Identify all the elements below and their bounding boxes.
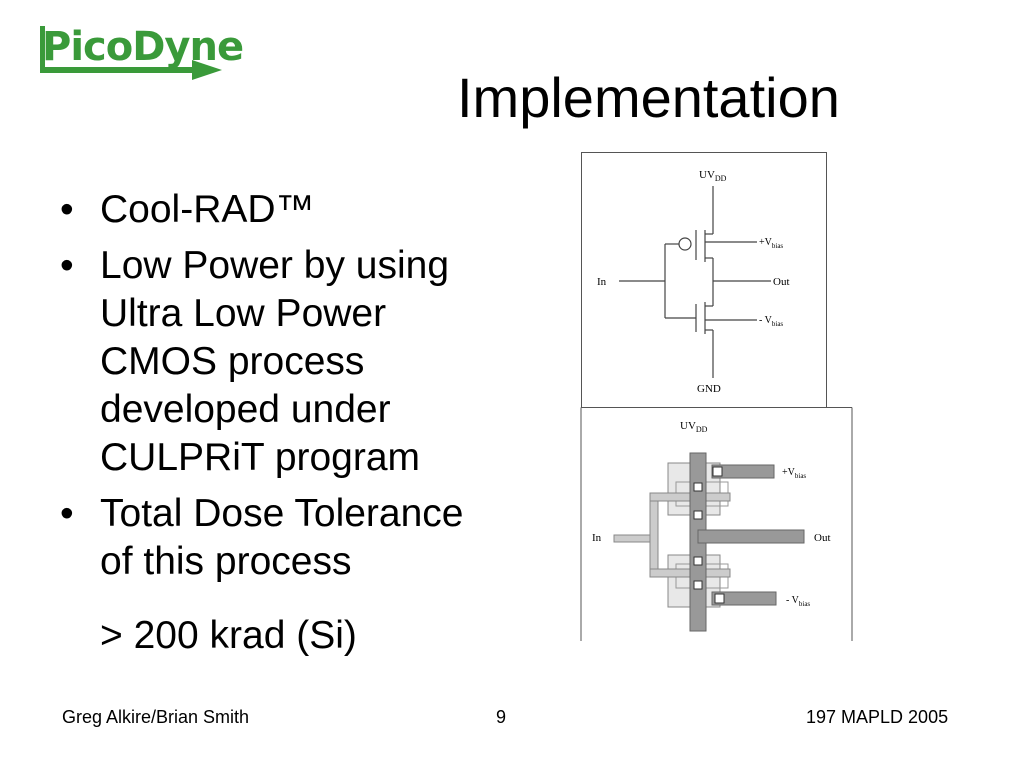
schematic-input-label: In	[597, 276, 607, 288]
bullet-item: Low Power by using Ultra Low Power CMOS …	[58, 242, 538, 482]
schematic-output-label: Out	[773, 276, 790, 288]
bullet-item: Cool-RAD™	[58, 186, 538, 234]
footer-page-number: 9	[496, 707, 507, 727]
layout-vbias-minus-label: - Vbias	[786, 595, 810, 608]
layout-vbias-plus-label: +Vbias	[782, 467, 806, 480]
bullet-line: CMOS process	[100, 340, 365, 383]
page-title: Implementation	[457, 66, 840, 129]
layout-output-label: Out	[814, 532, 831, 544]
bullet-line: Cool-RAD™	[100, 188, 315, 231]
transistor-layout: UVDD +Vbias In Out - Vbias	[580, 407, 854, 641]
schematic-vdd-label: UVDD	[699, 169, 727, 183]
logo-text: PicoDyne	[42, 24, 244, 70]
bullet-line: Ultra Low Power	[100, 292, 387, 335]
picodyne-logo: PicoDyne	[38, 22, 244, 88]
bullet-line: of this process	[100, 540, 352, 583]
transistor-schematic: UVDD +Vbias In Out - Vbias GND	[581, 152, 827, 408]
logo-arrow-icon	[40, 26, 222, 80]
bullet-list: Cool-RAD™ Low Power by using Ultra Low P…	[58, 186, 538, 594]
bullet-line: CULPRiT program	[100, 436, 421, 479]
layout-input-label: In	[592, 532, 602, 544]
bullet-item: Total Dose Tolerance of this process	[58, 490, 538, 586]
schematic-vbias-plus-label: +Vbias	[759, 237, 783, 250]
bullet-line: developed under	[100, 388, 391, 431]
footer-event: 197 MAPLD 2005	[806, 707, 949, 727]
layout-vdd-label: UVDD	[680, 420, 708, 434]
schematic-vbias-minus-label: - Vbias	[759, 315, 783, 328]
schematic-gnd-label: GND	[697, 383, 721, 395]
bullet-line: Total Dose Tolerance	[100, 492, 464, 535]
footer-authors: Greg Alkire/Brian Smith	[62, 707, 250, 727]
tolerance-value: > 200 krad (Si)	[100, 614, 357, 657]
bullet-line: Low Power by using	[100, 244, 450, 287]
